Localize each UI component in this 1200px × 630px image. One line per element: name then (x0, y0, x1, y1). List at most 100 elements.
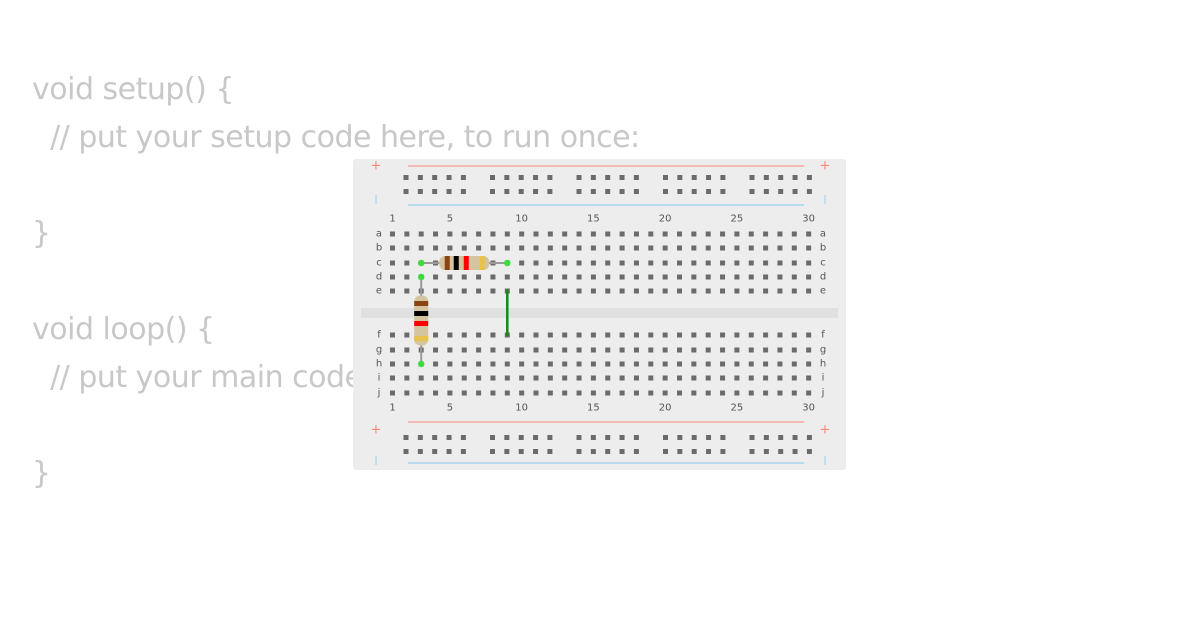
breadboard-hole[interactable] (691, 260, 697, 266)
breadboard-hole[interactable] (633, 274, 639, 280)
breadboard-hole[interactable] (720, 231, 726, 237)
rail-hole[interactable] (605, 449, 611, 454)
breadboard-hole[interactable] (519, 274, 525, 280)
breadboard-hole[interactable] (748, 375, 754, 381)
breadboard-hole[interactable] (590, 390, 596, 396)
breadboard-hole[interactable] (576, 288, 582, 294)
rail-hole[interactable] (590, 189, 596, 194)
breadboard-hole[interactable] (533, 375, 539, 381)
rail-hole[interactable] (446, 435, 452, 440)
breadboard-hole[interactable] (791, 274, 797, 280)
breadboard-hole[interactable] (562, 332, 568, 338)
breadboard-hole[interactable] (404, 288, 410, 294)
rail-hole[interactable] (576, 449, 582, 454)
breadboard-hole[interactable] (504, 245, 510, 251)
breadboard-hole[interactable] (648, 288, 654, 294)
breadboard-hole[interactable] (562, 245, 568, 251)
breadboard-hole[interactable] (461, 375, 467, 381)
rail-hole[interactable] (720, 435, 726, 440)
breadboard-hole[interactable] (777, 245, 783, 251)
rail-hole[interactable] (576, 435, 582, 440)
breadboard-hole[interactable] (677, 231, 682, 237)
breadboard-hole[interactable] (633, 390, 639, 396)
breadboard-hole[interactable] (734, 347, 740, 353)
breadboard-hole[interactable] (662, 274, 668, 280)
breadboard-hole[interactable] (791, 332, 797, 338)
breadboard-hole[interactable] (691, 361, 697, 367)
rail-hole[interactable] (533, 189, 539, 194)
breadboard-hole[interactable] (806, 231, 812, 237)
breadboard-hole[interactable] (662, 375, 668, 381)
breadboard-hole[interactable] (519, 390, 525, 396)
breadboard-hole[interactable] (633, 347, 639, 353)
breadboard-hole[interactable] (576, 361, 582, 367)
breadboard-hole[interactable] (490, 274, 496, 280)
breadboard-hole[interactable] (605, 390, 611, 396)
breadboard-hole[interactable] (490, 390, 496, 396)
breadboard-hole[interactable] (447, 390, 453, 396)
breadboard-hole[interactable] (404, 390, 410, 396)
rail-hole[interactable] (677, 175, 683, 180)
rail-hole[interactable] (633, 175, 639, 180)
breadboard-hole[interactable] (461, 361, 467, 367)
rail-hole[interactable] (633, 435, 639, 440)
breadboard-hole[interactable] (806, 245, 812, 251)
rail-hole[interactable] (663, 435, 668, 440)
rail-hole[interactable] (792, 189, 798, 194)
breadboard-hole[interactable] (705, 361, 711, 367)
breadboard-hole[interactable] (691, 332, 697, 338)
breadboard-hole[interactable] (605, 274, 611, 280)
rail-hole[interactable] (432, 435, 438, 440)
breadboard-hole[interactable] (547, 332, 553, 338)
breadboard-hole[interactable] (476, 274, 482, 280)
breadboard-hole[interactable] (677, 361, 682, 367)
breadboard-hole[interactable] (791, 231, 797, 237)
breadboard-hole[interactable] (576, 347, 582, 353)
breadboard-hole[interactable] (720, 245, 726, 251)
breadboard-hole[interactable] (590, 274, 596, 280)
breadboard-hole[interactable] (748, 390, 754, 396)
breadboard-hole[interactable] (519, 375, 525, 381)
rail-hole[interactable] (576, 189, 582, 194)
breadboard-hole[interactable] (677, 390, 682, 396)
rail-hole[interactable] (806, 449, 812, 454)
breadboard-hole[interactable] (519, 231, 525, 237)
rail-hole[interactable] (417, 175, 423, 180)
breadboard-hole[interactable] (763, 274, 769, 280)
breadboard-hole[interactable] (476, 231, 482, 237)
breadboard-hole[interactable] (547, 260, 553, 266)
breadboard-hole[interactable] (806, 260, 812, 266)
rail-hole[interactable] (590, 175, 596, 180)
rail-hole[interactable] (518, 435, 524, 440)
breadboard-hole[interactable] (763, 231, 769, 237)
breadboard-hole[interactable] (777, 361, 783, 367)
breadboard-hole[interactable] (748, 347, 754, 353)
rail-hole[interactable] (763, 449, 769, 454)
breadboard-hole[interactable] (633, 260, 639, 266)
rail-hole[interactable] (663, 189, 668, 194)
breadboard-hole[interactable] (504, 231, 510, 237)
breadboard-hole[interactable] (404, 260, 410, 266)
breadboard-hole[interactable] (461, 274, 467, 280)
breadboard-hole[interactable] (777, 390, 783, 396)
breadboard-hole[interactable] (806, 390, 812, 396)
breadboard-hole[interactable] (619, 361, 625, 367)
breadboard-hole[interactable] (476, 361, 482, 367)
rail-hole[interactable] (749, 175, 755, 180)
breadboard-hole[interactable] (662, 347, 668, 353)
breadboard-hole[interactable] (533, 390, 539, 396)
breadboard-hole[interactable] (490, 375, 496, 381)
breadboard-hole[interactable] (404, 231, 410, 237)
breadboard-hole[interactable] (619, 231, 625, 237)
breadboard-hole[interactable] (490, 231, 496, 237)
breadboard-hole[interactable] (691, 288, 697, 294)
breadboard-hole[interactable] (576, 375, 582, 381)
rail-hole[interactable] (720, 175, 726, 180)
breadboard-hole[interactable] (734, 390, 740, 396)
breadboard-hole[interactable] (533, 361, 539, 367)
breadboard-hole[interactable] (806, 288, 812, 294)
breadboard-hole[interactable] (777, 274, 783, 280)
breadboard-hole[interactable] (791, 390, 797, 396)
breadboard-hole[interactable] (763, 375, 769, 381)
breadboard-hole[interactable] (447, 288, 453, 294)
